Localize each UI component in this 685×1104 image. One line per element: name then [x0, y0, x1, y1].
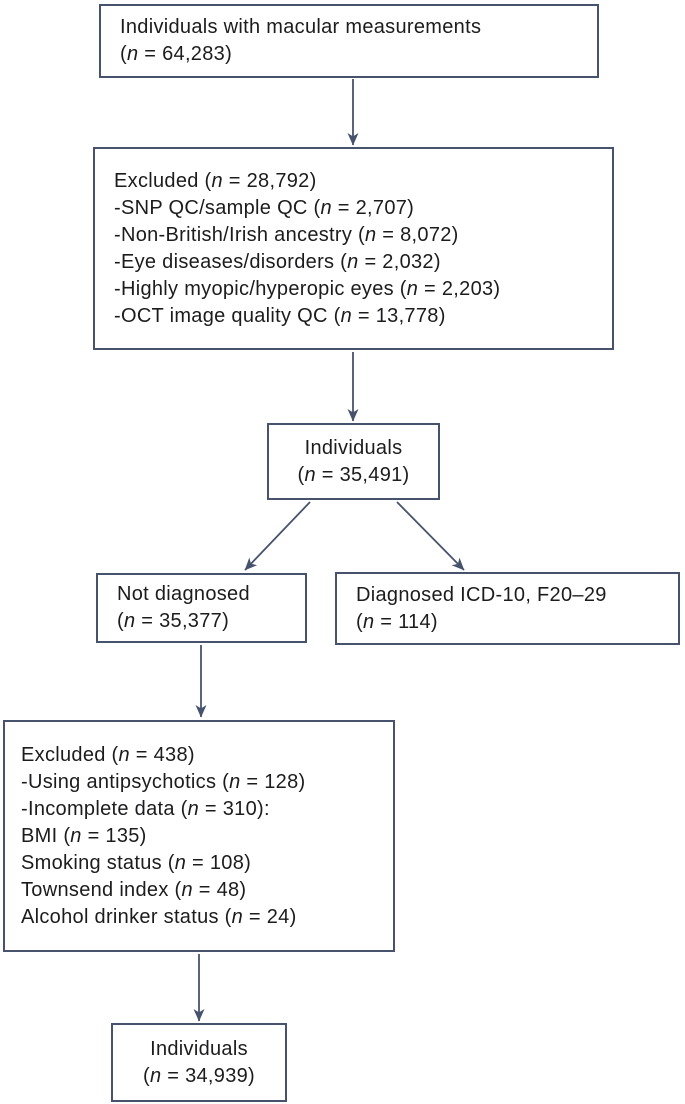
box-text-line: (n = 35,491) — [297, 463, 410, 486]
box-text-line: Individuals with macular measurements — [120, 16, 482, 38]
box-text-line: -OCT image quality QC (n = 13,778) — [114, 304, 446, 327]
box-text-line: (n = 35,377) — [117, 610, 230, 632]
box-text-line: BMI (n = 135) — [21, 824, 147, 847]
box-text-line: Townsend index (n = 48) — [21, 878, 247, 901]
box-diagnosed-icd10: Diagnosed ICD-10, F20–29 (n = 114) — [335, 572, 680, 645]
box-individuals-macular: Individuals with macular measurements (n… — [99, 4, 599, 78]
box-text-line: Smoking status (n = 108) — [21, 851, 252, 874]
box-text-line: -Eye diseases/disorders (n = 2,032) — [114, 250, 441, 273]
box-excluded-qc: Excluded (n = 28,792) -SNP QC/sample QC … — [93, 147, 614, 350]
box-text-line: (n = 34,939) — [142, 1064, 256, 1087]
box-text-line: -SNP QC/sample QC (n = 2,707) — [114, 196, 415, 219]
box-text-line: -Incomplete data (n = 310): — [21, 797, 270, 820]
box-text-line: Individuals — [304, 436, 403, 459]
arrow-individuals-to-not-diagnosed-icon — [244, 501, 311, 571]
box-excluded-covariates: Excluded (n = 438) -Using antipsychotics… — [3, 720, 395, 952]
arrow-individuals-to-diagnosed-icon — [396, 501, 465, 571]
box-text-line: Excluded (n = 438) — [21, 743, 195, 766]
box-not-diagnosed: Not diagnosed (n = 35,377) — [96, 573, 307, 643]
box-text-line: -Using antipsychotics (n = 128) — [21, 770, 306, 793]
box-text-line: -Non-British/Irish ancestry (n = 8,072) — [114, 223, 459, 246]
box-text-line: Excluded (n = 28,792) — [114, 169, 317, 192]
box-text-line: (n = 114) — [356, 610, 438, 633]
box-text-line: (n = 64,283) — [120, 43, 233, 65]
box-text-line: Alcohol drinker status (n = 24) — [21, 905, 297, 928]
box-individuals-35491: Individuals (n = 35,491) — [267, 423, 440, 500]
box-individuals-34939: Individuals (n = 34,939) — [111, 1023, 287, 1102]
box-text-line: Not diagnosed — [117, 583, 250, 605]
box-text-line: -Highly myopic/hyperopic eyes (n = 2,203… — [114, 277, 501, 300]
box-text-line: Diagnosed ICD-10, F20–29 — [356, 583, 607, 606]
box-text-line: Individuals — [150, 1037, 248, 1060]
